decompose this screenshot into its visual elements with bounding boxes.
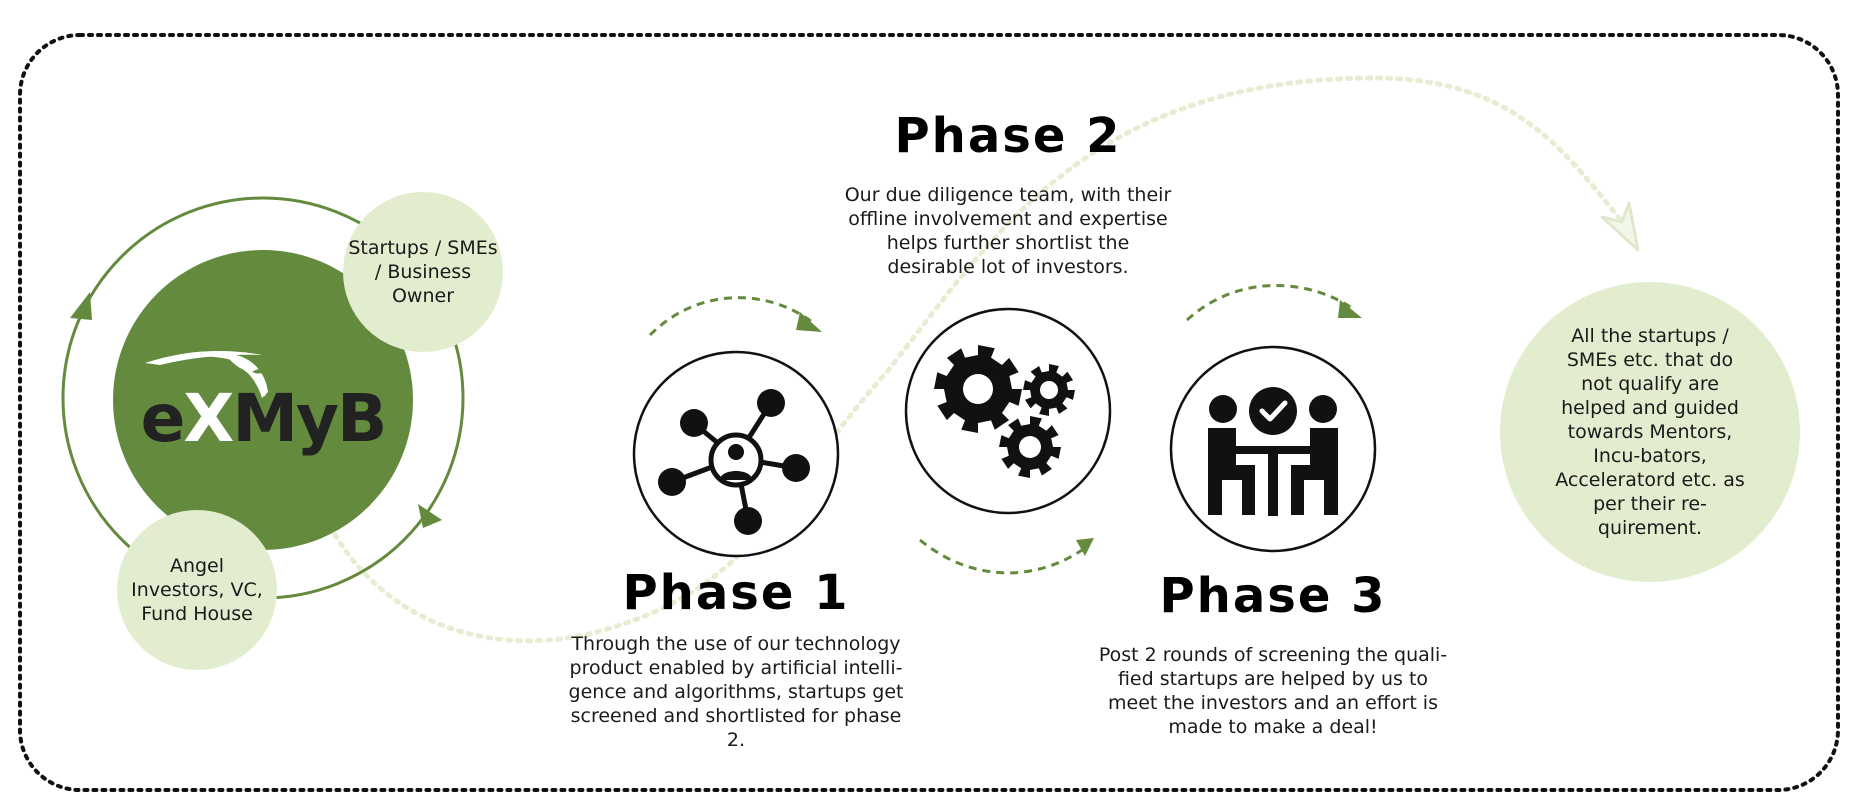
eagle-logo-icon bbox=[145, 351, 268, 398]
logo-circle bbox=[113, 250, 413, 550]
outcome-bubble bbox=[1500, 282, 1800, 582]
phase1-title: Phase 1 bbox=[622, 565, 850, 621]
outcome-text: All the startups / SMEs etc. that do not… bbox=[1555, 325, 1745, 539]
phase3-description: Post 2 rounds of screening the quali-fie… bbox=[1098, 644, 1448, 738]
phase2-description: Our due diligence team, with their offli… bbox=[844, 184, 1172, 278]
startups-label: Startups / SMEs / Business Owner bbox=[348, 237, 498, 307]
phase1-description: Through the use of our technology produc… bbox=[568, 633, 904, 751]
phase2-circle bbox=[904, 307, 1112, 515]
cycle-arrow-down bbox=[418, 504, 442, 528]
dotted-frame bbox=[18, 33, 1840, 792]
journey-path bbox=[332, 75, 1628, 644]
network-person-icon bbox=[658, 389, 810, 535]
outcome-bubble-label: All the startups / SMEs etc. that do not… bbox=[1530, 312, 1770, 552]
logo-wordmark: eXMyB bbox=[141, 380, 386, 457]
cycle-arrow-up bbox=[70, 292, 92, 320]
startups-bubble bbox=[343, 192, 503, 352]
connector-arrow-1 bbox=[648, 296, 813, 337]
gears-icon bbox=[934, 345, 1075, 478]
meeting-approval-icon bbox=[1208, 387, 1338, 516]
phase2-title: Phase 2 bbox=[894, 108, 1122, 164]
investors-bubble-label: Angel Investors, VC, Fund House bbox=[117, 510, 277, 670]
startups-bubble-label: Startups / SMEs / Business Owner bbox=[343, 192, 503, 352]
journey-arrowhead bbox=[1600, 201, 1640, 252]
connector-arrowhead-2 bbox=[1076, 538, 1094, 556]
connector-arrow-3 bbox=[1185, 284, 1353, 322]
investors-label: Angel Investors, VC, Fund House bbox=[131, 555, 263, 625]
investors-bubble bbox=[117, 510, 277, 670]
connector-arrow-2 bbox=[919, 538, 1086, 575]
connector-arrowhead-1 bbox=[796, 312, 822, 332]
phase3-title: Phase 3 bbox=[1159, 568, 1387, 624]
connector-arrowhead-3 bbox=[1338, 300, 1362, 318]
